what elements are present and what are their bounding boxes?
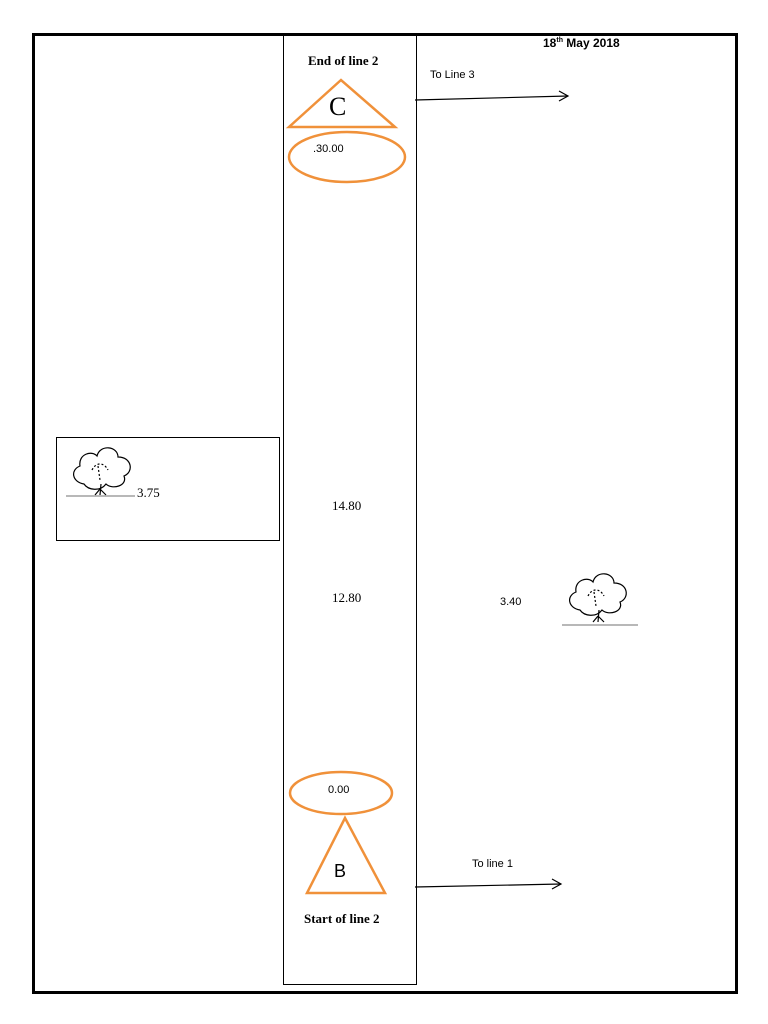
tree-right-offset: 3.40 xyxy=(500,596,522,608)
station-c-chainage: .30.00 xyxy=(313,143,344,155)
station-b-letter: B xyxy=(334,861,347,878)
tree-left-icon xyxy=(73,447,131,496)
tree-left-offset: 3.75 xyxy=(137,485,160,500)
tree-right-icon xyxy=(569,573,627,623)
start-of-line-label: Start of line 2 xyxy=(304,911,380,926)
arrow-to-line-3 xyxy=(414,90,570,102)
station-c-ellipse xyxy=(287,130,407,184)
arrow-bottom-label: To line 1 xyxy=(472,858,513,870)
station-c-letter: C xyxy=(329,92,347,121)
date-label: 18th May 2018 xyxy=(543,36,620,50)
arrow-top-label: To Line 3 xyxy=(430,69,475,81)
page-border xyxy=(32,33,738,994)
station-b-triangle xyxy=(304,815,388,895)
end-of-line-label: End of line 2 xyxy=(308,53,379,68)
station-c-triangle xyxy=(285,78,399,129)
measurement-12-80: 12.80 xyxy=(332,590,362,605)
arrow-to-line-1 xyxy=(414,878,563,890)
left-offset-box xyxy=(56,437,280,541)
station-b-ellipse xyxy=(288,770,394,816)
survey-line-strip xyxy=(283,35,417,985)
station-b-chainage: 0.00 xyxy=(328,784,350,796)
measurement-14-80: 14.80 xyxy=(332,498,362,513)
